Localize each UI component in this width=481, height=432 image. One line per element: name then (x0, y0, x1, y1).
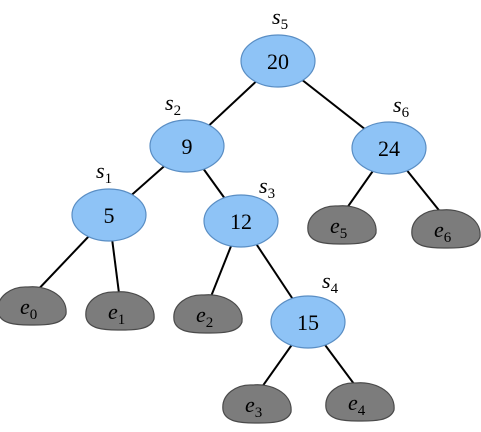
leaf-label-e4-letter: e (348, 390, 358, 415)
leaf-label-e5-subscript: 5 (340, 226, 348, 242)
node-label-s6-subscript: 6 (402, 105, 410, 121)
leaf-label-e3-subscript: 3 (255, 405, 263, 421)
leaf-label-e0-letter: e (20, 294, 30, 319)
node-label-s2-letter: s (165, 90, 174, 115)
leaf-shape (411, 209, 481, 249)
node-label-s3: s3 (259, 173, 275, 202)
leaf-label-e4-subscript: 4 (358, 403, 366, 419)
leaf-shape (173, 294, 243, 334)
leaf-shape (0, 286, 67, 326)
leaf-e5: e5 (307, 205, 377, 245)
leaf-label-e2-letter: e (196, 302, 206, 327)
leaf-e6: e6 (411, 209, 481, 249)
node-s5: 20 s5 (240, 4, 316, 88)
node-label-s1: s1 (96, 158, 112, 187)
node-label-s6: s6 (393, 92, 410, 121)
leaf-shape (222, 384, 292, 424)
node-ellipse (203, 194, 279, 248)
leaf-label-e2-subscript: 2 (206, 315, 214, 331)
leaf-label-e5: e5 (330, 213, 347, 242)
leaf-e1: e1 (85, 291, 155, 331)
leaf-e2: e2 (173, 294, 243, 334)
node-label-s4: s4 (322, 268, 339, 297)
node-ellipse (240, 34, 316, 88)
node-label-s4-letter: s (322, 268, 331, 293)
leaf-label-e6: e6 (434, 217, 452, 246)
node-s2: 9s2 (149, 90, 225, 173)
node-key-s3: 12 (230, 209, 252, 234)
node-s3: 12 s3 (203, 173, 279, 248)
leaf-label-e6-letter: e (434, 217, 444, 242)
leaf-label-e1-subscript: 1 (118, 312, 126, 328)
leaf-e0: e0 (0, 286, 67, 326)
node-ellipse (149, 119, 225, 173)
node-label-s1-letter: s (96, 158, 105, 183)
node-label-s5-letter: s (272, 4, 281, 29)
leaf-label-e0-subscript: 0 (30, 307, 38, 323)
node-ellipse (71, 188, 147, 242)
node-label-s5-subscript: 5 (281, 17, 289, 33)
leaf-e4: e4 (325, 382, 395, 422)
node-ellipse (351, 121, 427, 175)
node-key-s6: 24 (378, 136, 400, 161)
node-label-s3-subscript: 3 (268, 186, 276, 202)
leaf-shape (307, 205, 377, 245)
leaf-label-e2: e2 (196, 302, 213, 331)
leaf-shape (85, 291, 155, 331)
node-key-s4: 15 (297, 310, 319, 335)
leaf-label-e6-subscript: 6 (444, 230, 452, 246)
node-label-s2-subscript: 2 (174, 103, 182, 119)
node-ellipse (270, 295, 346, 349)
leaf-shape (325, 382, 395, 422)
node-label-s3-letter: s (259, 173, 268, 198)
leaf-label-e1: e1 (108, 299, 125, 328)
leaf-label-e3-letter: e (245, 392, 255, 417)
node-label-s6-letter: s (393, 92, 402, 117)
node-label-s5: s5 (272, 4, 288, 33)
leaf-label-e4: e4 (348, 390, 366, 419)
leaf-label-e3: e3 (245, 392, 262, 421)
leaf-e3: e3 (222, 384, 292, 424)
leaf-label-e0: e0 (20, 294, 37, 323)
node-label-s2: s2 (165, 90, 181, 119)
node-label-s4-subscript: 4 (331, 281, 339, 297)
leaf-label-e1-letter: e (108, 299, 118, 324)
node-key-s5: 20 (267, 49, 289, 74)
node-s1: 5 s1 (71, 158, 147, 242)
node-key-s2: 9 (182, 134, 193, 159)
node-key-s1: 5 (104, 203, 115, 228)
node-label-s1-subscript: 1 (105, 171, 113, 187)
leaf-label-e5-letter: e (330, 213, 340, 238)
node-s6: 24 s6 (351, 92, 427, 175)
